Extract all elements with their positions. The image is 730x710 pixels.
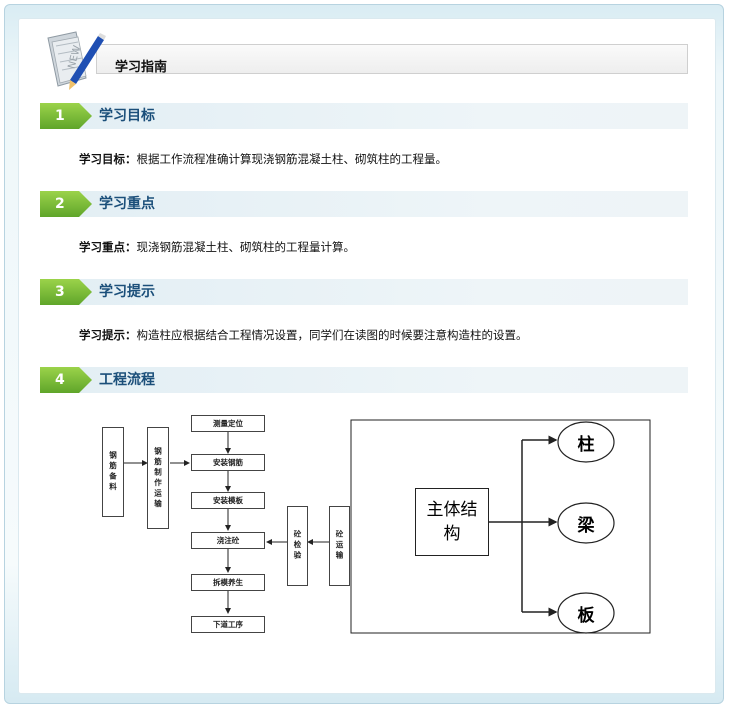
part-label-column: 柱	[577, 435, 595, 455]
news-icon: NEW	[47, 31, 106, 90]
section-body-3: 学习提示：构造柱应根据结合工程情况设置，同学们在读图的时候要注意构造柱的设置。	[79, 327, 528, 343]
section-body-2: 学习重点：现浇钢筋混凝土柱、砌筑柱的工程量计算。	[79, 239, 355, 255]
content-panel	[18, 18, 716, 694]
section-bar-2	[40, 191, 688, 217]
flow-step-next: 下道工序	[191, 616, 265, 633]
flow-step-formwork: 安装模板	[191, 492, 265, 509]
section-label-2: 学习重点：	[79, 240, 137, 254]
section-bar-3	[40, 279, 688, 305]
part-label-slab: 板	[577, 606, 595, 626]
flow-box-rebar-fab: 钢筋制作运输	[147, 427, 169, 529]
section-badge-4: 4	[40, 367, 92, 393]
flow-box-transport: 砼运输	[329, 506, 350, 586]
section-bar-4	[40, 367, 688, 393]
section-title-2: 学习重点	[99, 196, 155, 212]
section-text-2: 现浇钢筋混凝土柱、砌筑柱的工程量计算。	[136, 240, 356, 254]
section-label-3: 学习提示：	[79, 328, 137, 342]
page-title: 学习指南	[115, 60, 168, 75]
section-badge-1: 1	[40, 103, 92, 129]
part-ellipse-column	[557, 421, 615, 463]
flow-box-inspect: 砼检验	[287, 506, 308, 586]
section-title-3: 学习提示	[99, 284, 155, 300]
section-bar-1	[40, 103, 688, 129]
section-body-1: 学习目标：根据工作流程准确计算现浇钢筋混凝土柱、砌筑柱的工程量。	[79, 151, 447, 167]
section-badge-3: 3	[40, 279, 92, 305]
flow-step-cure: 拆模养生	[191, 574, 265, 591]
structure-main-box: 主体结构	[415, 488, 489, 556]
flow-step-pour: 浇注砼	[191, 532, 265, 549]
flow-box-rebar-prep: 钢筋备料	[102, 427, 124, 517]
section-label-1: 学习目标：	[79, 152, 137, 166]
title-bar	[96, 44, 688, 74]
part-ellipse-beam	[557, 502, 615, 544]
section-title-4: 工程流程	[99, 372, 155, 388]
section-text-3: 构造柱应根据结合工程情况设置，同学们在读图的时候要注意构造柱的设置。	[136, 328, 528, 342]
part-ellipse-slab	[557, 592, 615, 634]
flow-step-rebar: 安装钢筋	[191, 454, 265, 471]
section-text-1: 根据工作流程准确计算现浇钢筋混凝土柱、砌筑柱的工程量。	[136, 152, 448, 166]
section-title-1: 学习目标	[99, 108, 155, 124]
flow-step-survey: 测量定位	[191, 415, 265, 432]
part-label-beam: 梁	[577, 516, 595, 536]
